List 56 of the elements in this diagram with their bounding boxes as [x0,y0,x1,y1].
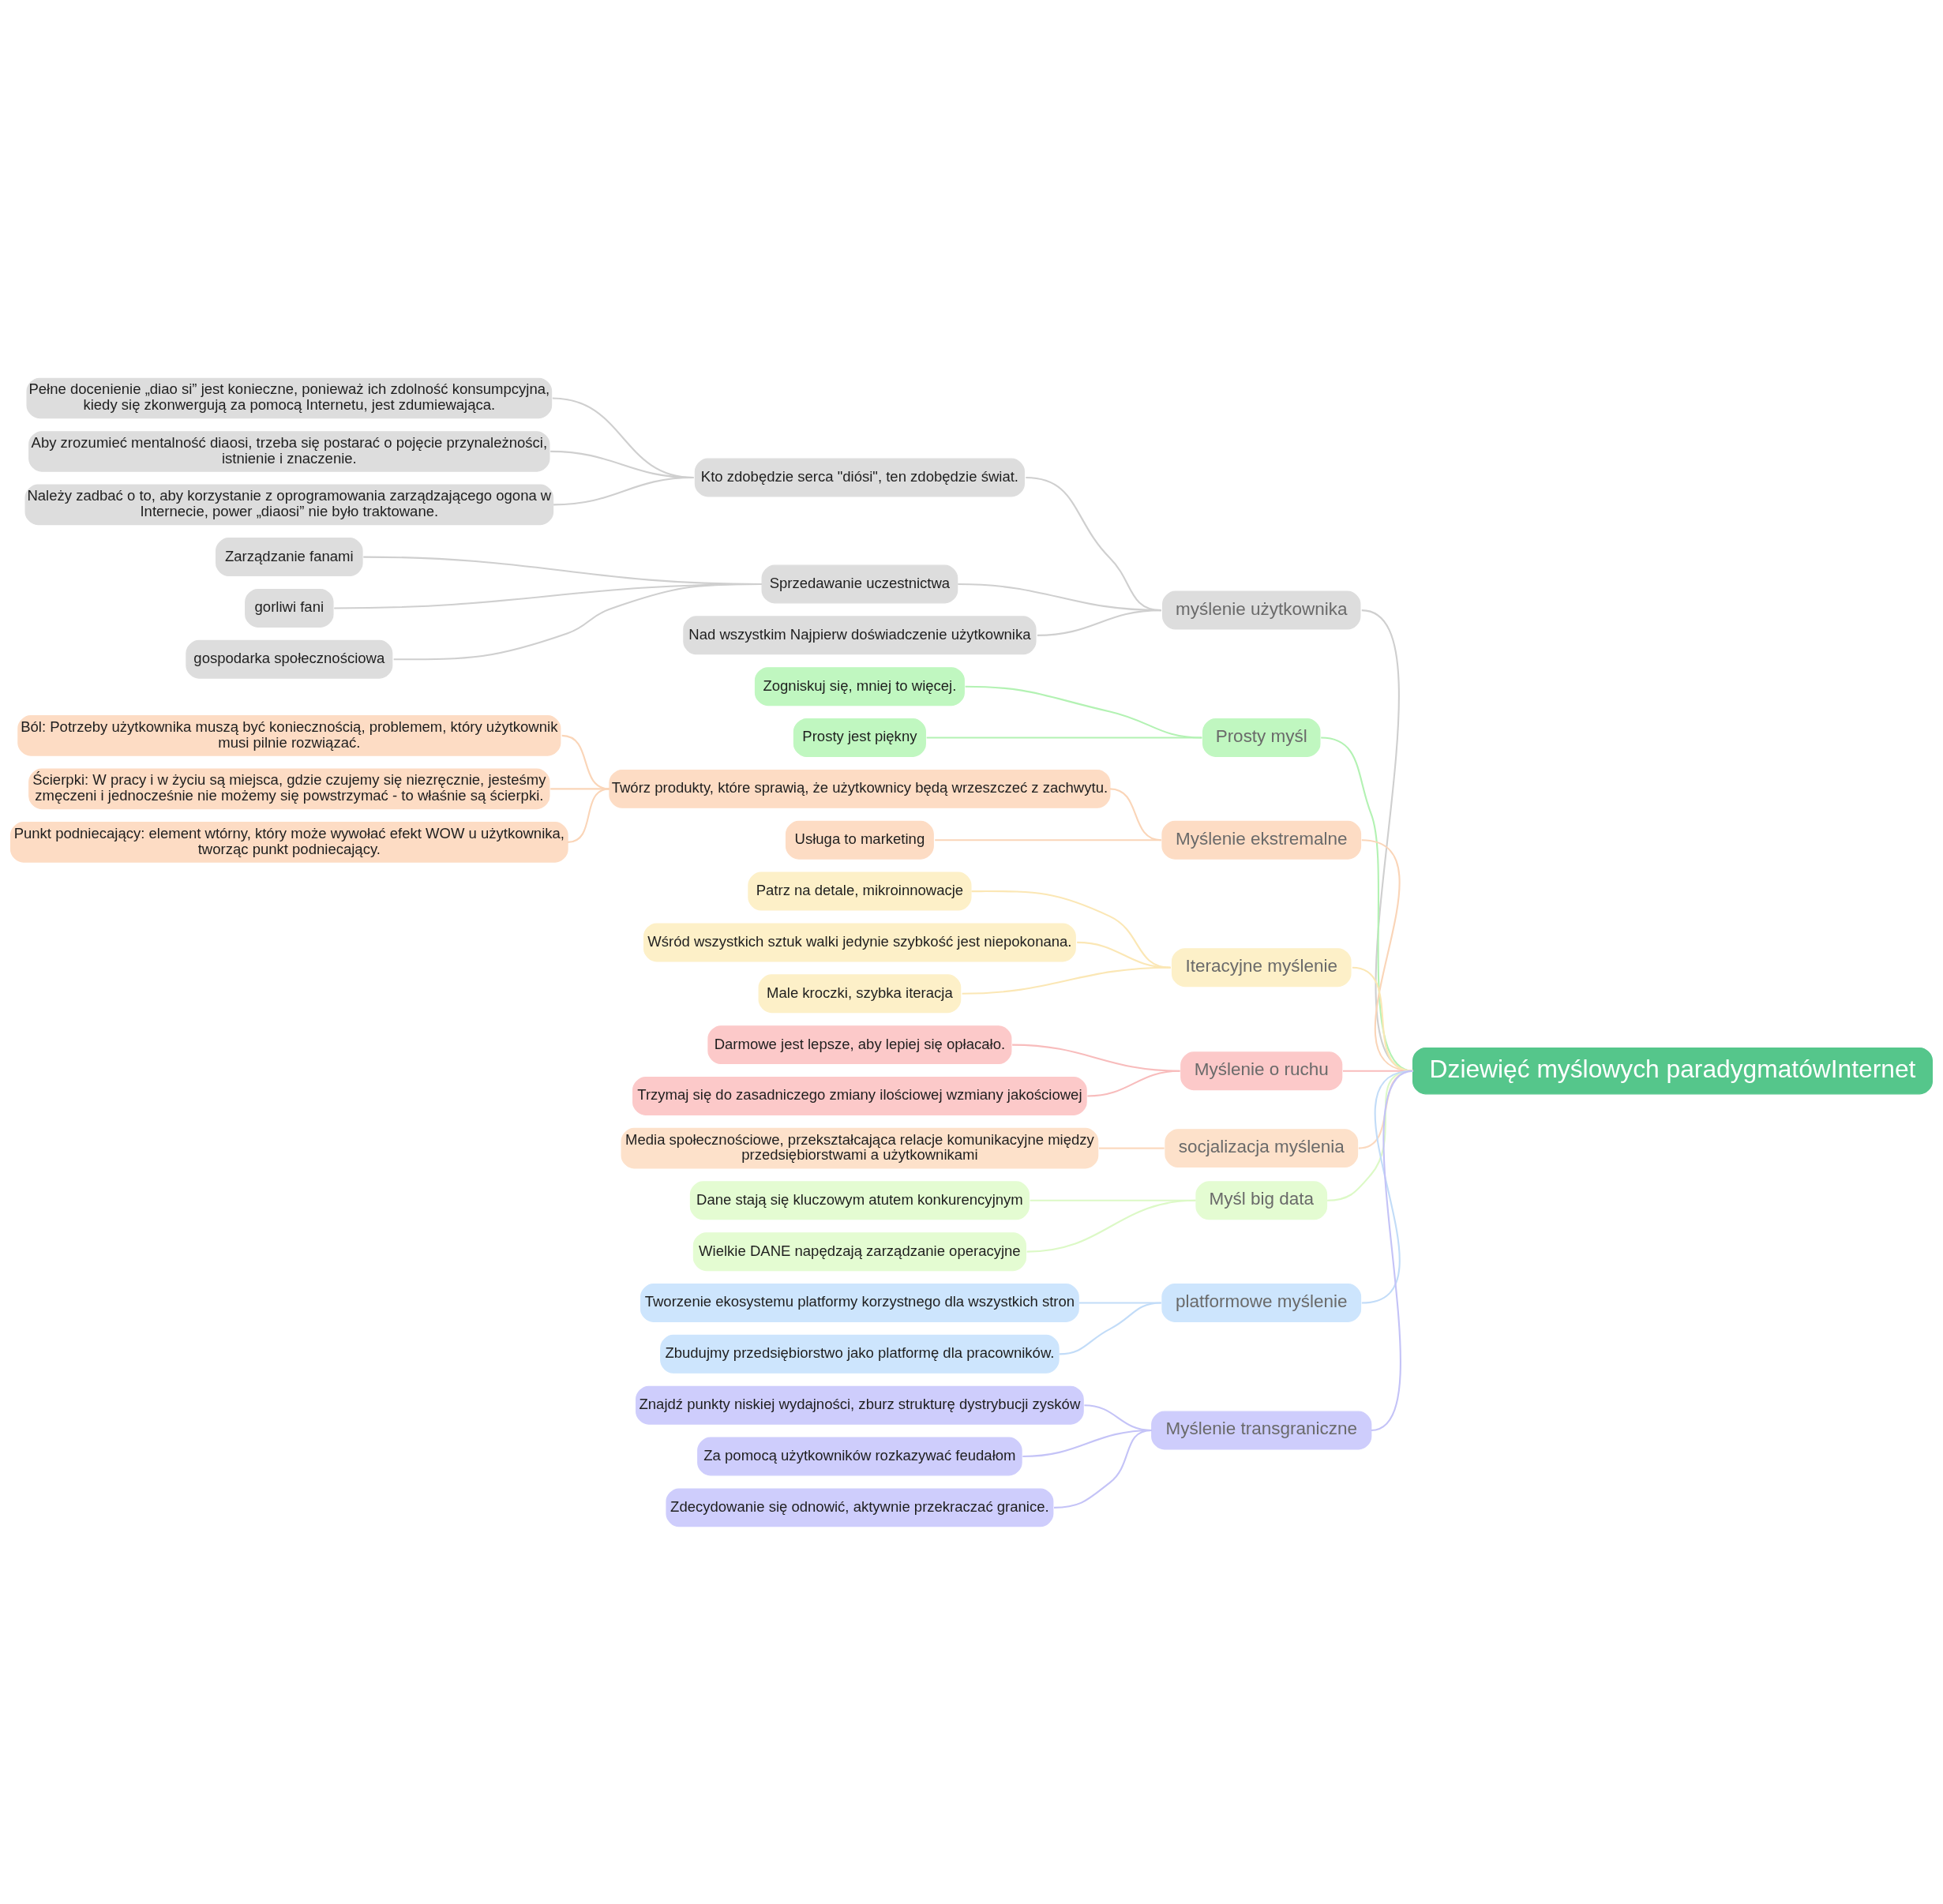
node-box: Zdecydowanie się odnowić, aktywnie przekraczać granice. [666,1487,1054,1527]
node-box: Darmowe jest lepsze, aby lepiej się opłacało. [707,1025,1012,1064]
node-box: Myśl big data [1195,1180,1328,1220]
node-box: Iteracyjne myślenie [1171,947,1352,987]
connector [1371,1070,1414,1431]
connector [926,736,1202,739]
connector [1352,966,1413,1072]
connector [1037,609,1161,636]
node-box: Myślenie ekstremalne [1161,820,1362,860]
node-box: socjalizacja myślenia [1165,1128,1359,1168]
node-box: Twórz produkty, które sprawią, że użytkownicy będą wrzeszczeć z zachwytu. [609,769,1111,808]
node-box: Usługa to marketing [785,820,934,860]
connector [971,890,1171,969]
node-box: Trzymaj się do zasadniczego zmiany ilościowej wzmiany jakościowej [632,1076,1087,1115]
node-box: Myślenie transgraniczne [1151,1410,1372,1449]
node-box: myślenie użytkownika [1162,590,1361,630]
node-box: gorliwi fani [245,588,334,628]
node-box: Ścierpki: W pracy i w życiu są miejsca, gdzie czujemy się niezręcznie, jesteśmy zmęczeni i jednocześnie nie możemy się powstrzymać - to właśnie są ścierpki. [28,768,550,809]
node-box: Nad wszystkim Najpierw doświadczenie użytkownika [683,615,1037,654]
connector [1098,1147,1165,1149]
connector [1078,1301,1161,1304]
connector [550,787,610,789]
connector [1026,1199,1196,1253]
node-box: Sprzedawanie uczestnictwa [761,564,958,603]
node-box: Wśród wszystkich sztuk walki jedynie szybkość jest niepokonana. [643,922,1076,961]
node-box: Prosty myśl [1202,718,1321,757]
node-box: Należy zadbać o to, aby korzystanie z oprogramowania zarządzającego ogona w Internecie, power „diaosi” nie było traktowane. [24,484,554,525]
node-box: Zbudujmy przedsiębiorstwo jako platformę dla pracowników. [660,1334,1060,1374]
node-box: Zogniskuj się, mniej to więcej. [754,666,965,706]
node-box: Dane stają się kluczowym atutem konkurencyjnym [689,1180,1030,1220]
connector [935,838,1161,841]
node-box: Dziewięć myślowych paradygmatówInternet [1412,1047,1933,1094]
connector [553,476,694,505]
node-box: Aby zrozumieć mentalność diaosi, trzeba się postarać o pojęcie przynależności, istnienie i znaczenie. [28,430,550,472]
node-box: Wielkie DANE napędzają zarządzanie operacyjne [692,1231,1026,1271]
node-box: gospodarka społecznościowa [186,639,393,679]
connector [1321,736,1413,1072]
node-box: Punkt podniecający: element wtórny, który może wywołać efekt WOW u użytkownika, tworząc punkt podniecający. [10,821,568,863]
node-box: platformowe myślenie [1161,1283,1362,1322]
node-box: Prosty jest piękny [793,718,926,757]
node-box: Myślenie o ruchu [1180,1051,1343,1090]
node-box: Male kroczki, szybka iteracja [758,973,962,1013]
node-box: Patrz na detale, mikroinnowacje [748,871,972,911]
node-box: Za pomocą użytkowników rozkazywać feudałom [697,1437,1022,1475]
connector [1059,1301,1161,1355]
node-box: Znajdź punkty niskiej wydajności, zburz strukturę dystrybucji zysków [636,1385,1084,1425]
node-box: Media społecznościowe, przekształcająca relacje komunikacyjne między przedsiębiorstwami a użytkownikami [621,1127,1099,1168]
node-box: Ból: Potrzeby użytkownika muszą być koniecznością, problemem, który użytkownik musi pilnie rozwiązać. [17,714,561,756]
connector [962,966,1171,995]
node-box: Pełne docenienie „diao si” jest konieczne, ponieważ ich zdolność konsumpcyjna, kiedy się zkonwergują za pomocą Internetu, jest zdumiewająca. [26,377,553,418]
connector [1054,1429,1152,1509]
connector [567,787,610,843]
node-box: Tworzenie ekosystemu platformy korzystnego dla wszystkich stron [640,1283,1079,1322]
connector [1087,1070,1180,1097]
node-box: Kto zdobędzie serca "diósi", ten zdobędzie świat. [694,458,1025,497]
node-box: Zarządzanie fanami [216,537,363,576]
